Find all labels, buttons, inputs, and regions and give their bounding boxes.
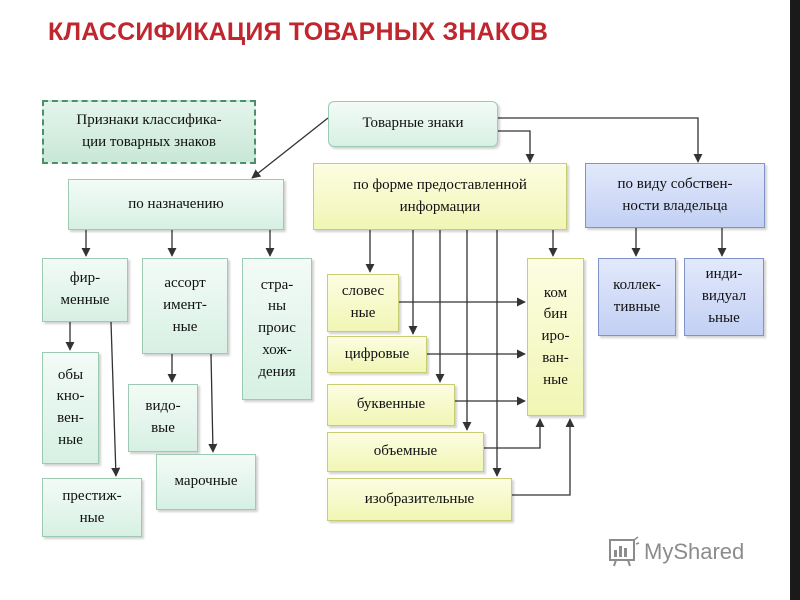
item-pictorial: изобразительные: [327, 478, 512, 521]
myshared-watermark: MyShared: [608, 536, 744, 568]
classification-criteria-label: Признаки классифика- ции товарных знаков: [42, 100, 256, 164]
item-volume: объемные: [327, 432, 484, 472]
category-by-form: по форме предоставленной информации: [313, 163, 567, 230]
item-corporate: фир- менные: [42, 258, 128, 322]
myshared-logo-icon: [609, 536, 640, 567]
watermark-text: MyShared: [644, 539, 745, 564]
slide-edge-band: [790, 0, 800, 600]
item-ordinary: обы кно- вен- ные: [42, 352, 99, 464]
arrow-root-to-purpose: [251, 117, 329, 179]
item-verbal: словес ные: [327, 274, 399, 332]
item-assortment: ассорт имент- ные: [142, 258, 228, 354]
item-combined: ком бин иро- ван- ные: [527, 258, 584, 416]
category-by-purpose: по назначению: [68, 179, 284, 230]
item-individual: инди- видуал ьные: [684, 258, 764, 336]
arrow-volume-to-combined: [484, 418, 545, 449]
item-species: видо- вые: [128, 384, 198, 452]
slide-title: КЛАССИФИКАЦИЯ ТОВАРНЫХ ЗНАКОВ: [48, 18, 549, 46]
category-by-ownership: по виду собствен- ности владельца: [585, 163, 765, 228]
item-prestige: престиж- ные: [42, 478, 142, 537]
item-digital: цифровые: [327, 336, 427, 373]
arrow-root-to-ownership: [498, 117, 703, 163]
root-node-trademarks: Товарные знаки: [328, 101, 498, 147]
item-collective: коллек- тивные: [598, 258, 676, 336]
arrow-assortment-to-brand: [208, 353, 218, 453]
item-letter: буквенные: [327, 384, 455, 426]
arrow-pictorial-to-combined: [512, 418, 575, 496]
arrow-corporate-to-prestige: [110, 321, 121, 477]
item-country-of-origin: стра- ны проис хож- дения: [242, 258, 312, 400]
item-brand: марочные: [156, 454, 256, 510]
arrow-root-to-form: [498, 130, 535, 163]
